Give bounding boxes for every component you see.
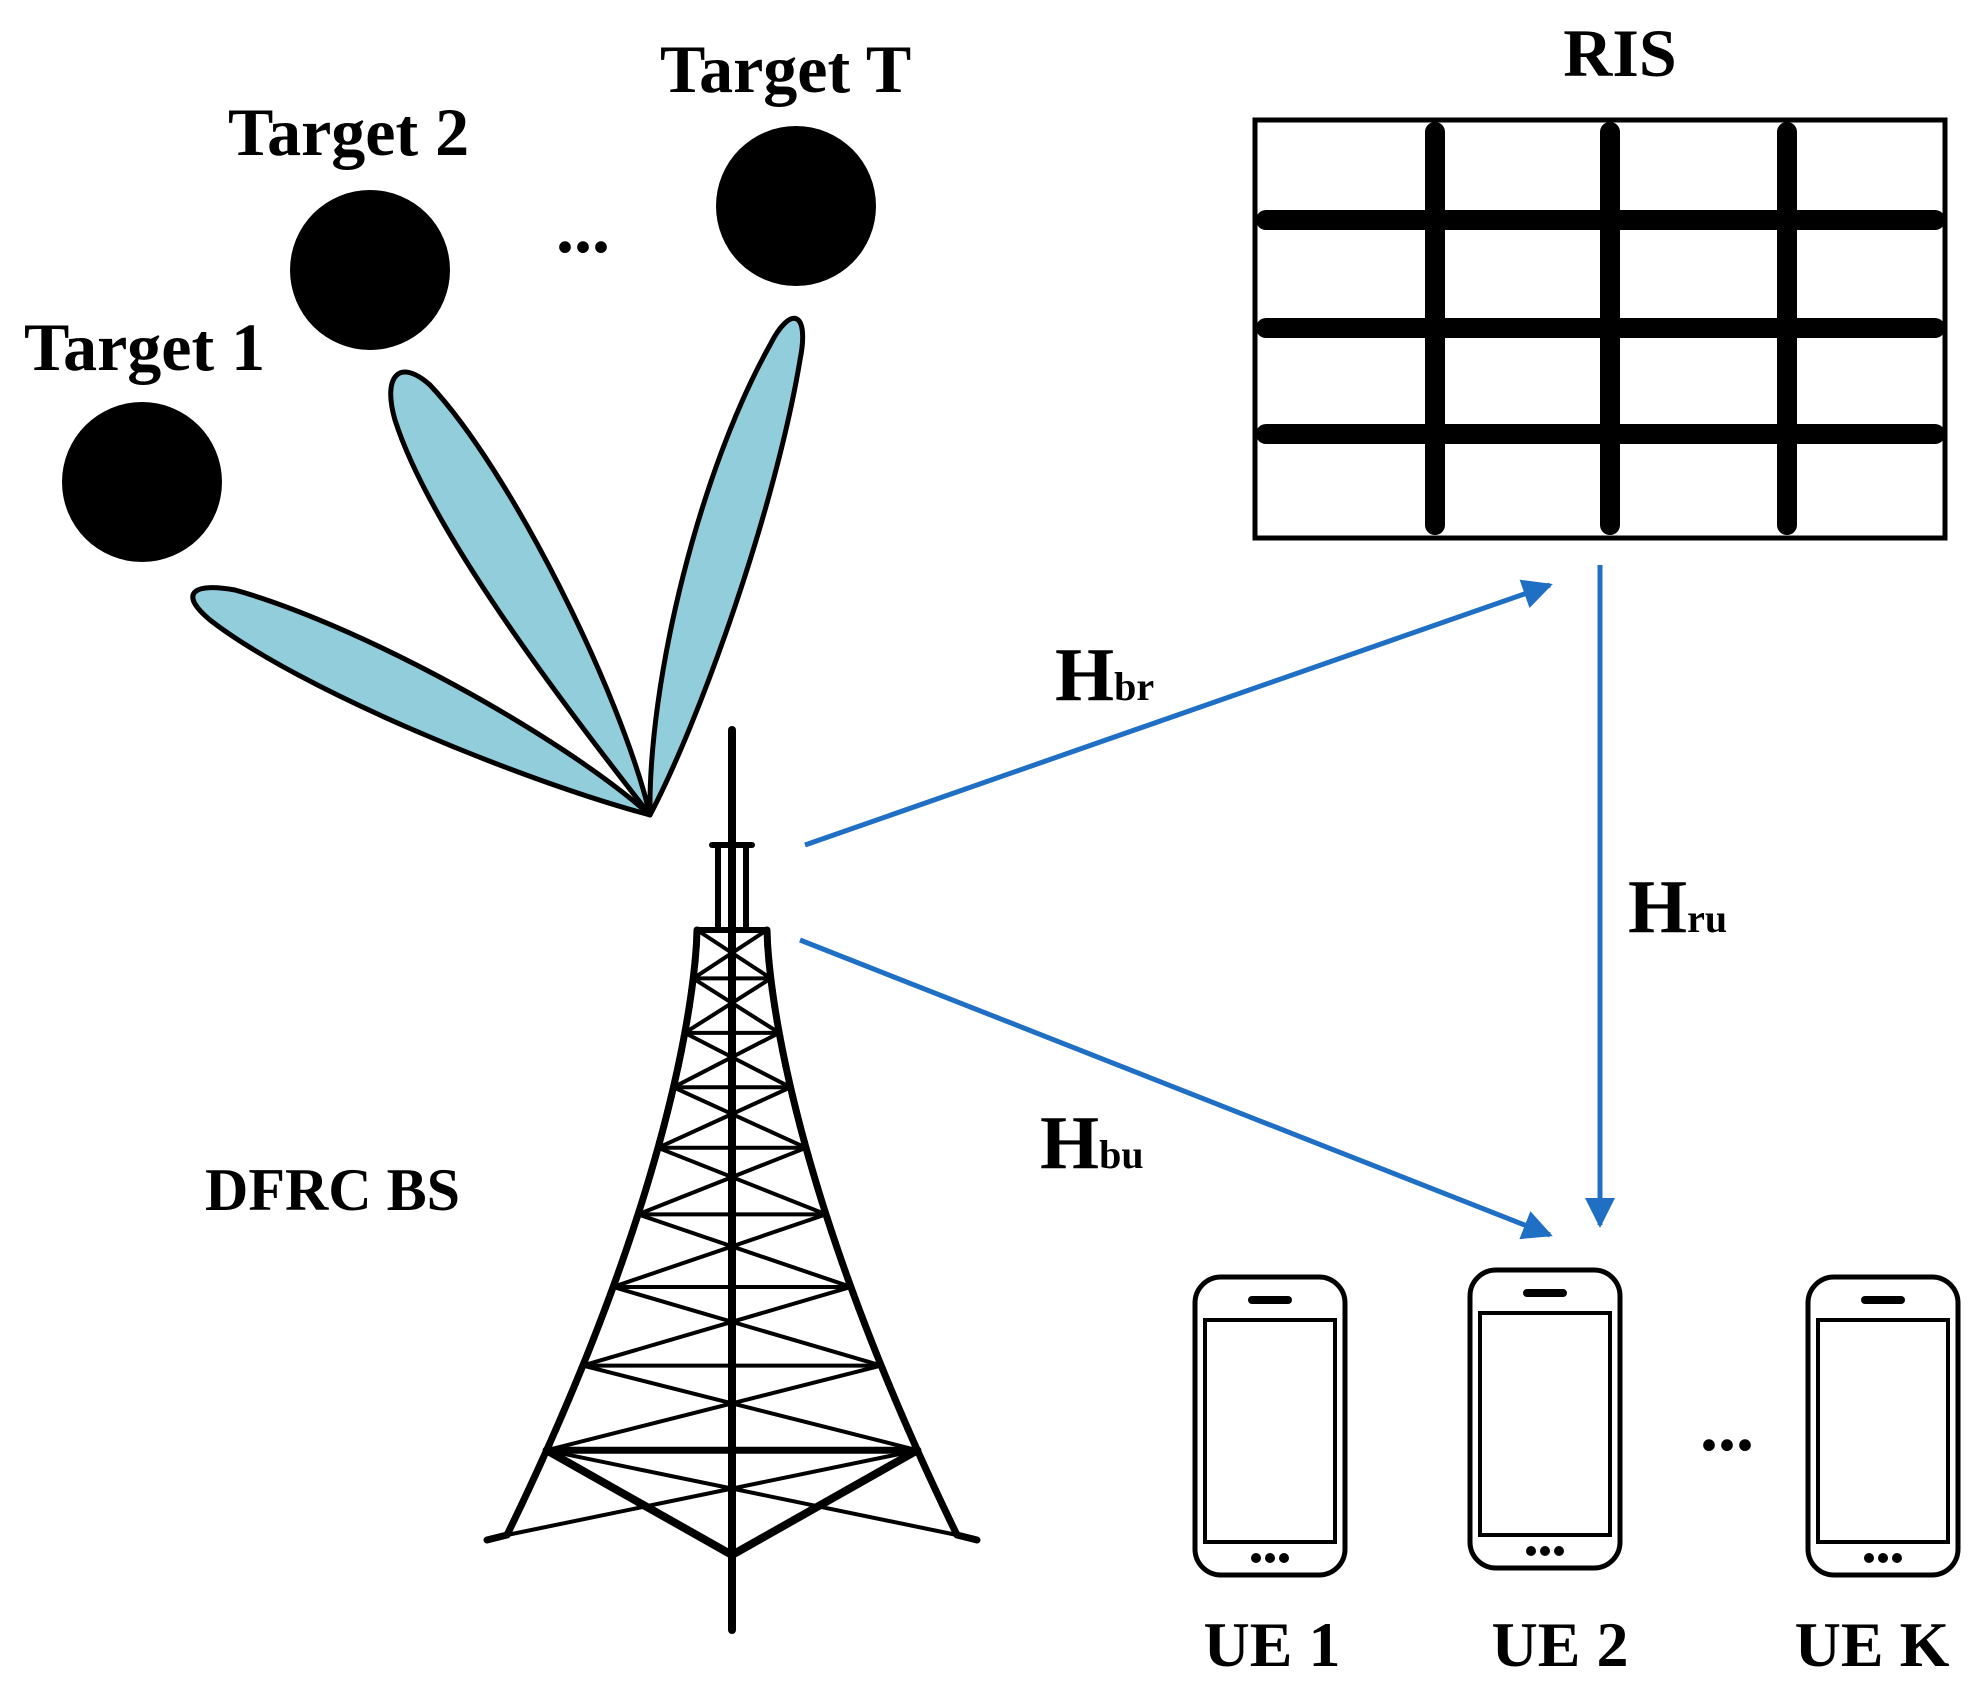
ue-2-label: UE 2 bbox=[1492, 1609, 1629, 1680]
target-2-label: Target 2 bbox=[228, 94, 469, 170]
ue-k-label: UE K bbox=[1795, 1609, 1950, 1680]
targets-ellipsis: ... bbox=[556, 188, 610, 268]
arrow-bs-to-ue bbox=[799, 937, 1553, 1240]
tower-icon bbox=[483, 726, 981, 1634]
target-1-icon bbox=[62, 402, 222, 562]
ue-1-phone bbox=[1192, 1274, 1348, 1578]
ue-2-phone bbox=[1467, 1267, 1623, 1571]
beam-target-1 bbox=[190, 585, 653, 818]
bs-label: DFRC BS bbox=[205, 1157, 460, 1223]
target-t-label: Target T bbox=[660, 31, 911, 107]
target-2-icon bbox=[290, 190, 450, 350]
ue-ellipsis: ... bbox=[1700, 1386, 1754, 1466]
ris-panel bbox=[1252, 117, 1948, 541]
ris-label: RIS bbox=[1563, 15, 1676, 91]
target-t-icon bbox=[716, 126, 876, 286]
radar-beams bbox=[190, 315, 806, 818]
channel-label-h-br: Hbr bbox=[1055, 633, 1154, 717]
channel-label-h-ru: Hru bbox=[1628, 865, 1727, 949]
arrow-bs-to-ris bbox=[804, 579, 1553, 848]
ue-k-phone bbox=[1805, 1274, 1961, 1578]
ue-1-label: UE 1 bbox=[1204, 1609, 1341, 1680]
beam-target-2 bbox=[388, 369, 653, 818]
target-1-label: Target 1 bbox=[24, 309, 265, 385]
beam-target-t bbox=[647, 315, 806, 818]
channel-arrows bbox=[799, 565, 1615, 1240]
channel-label-h-bu: Hbu bbox=[1040, 1101, 1144, 1185]
